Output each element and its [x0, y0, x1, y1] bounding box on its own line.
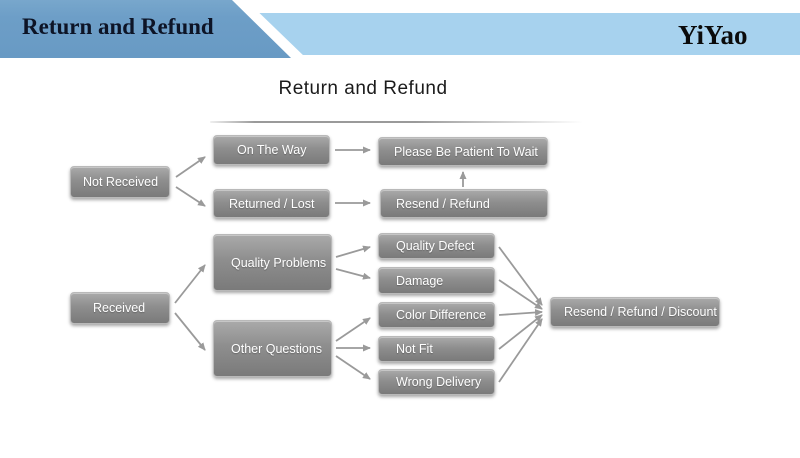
arrow-notreceived-returnedlost [175, 186, 206, 207]
arrow-qualityproblems-qualitydefect [335, 245, 371, 258]
node-resend-refund-discount: Resend / Refund / Discount [550, 297, 720, 327]
node-please-be-patient: Please Be Patient To Wait [378, 137, 548, 166]
title-divider [210, 121, 583, 123]
arrow-notfit-discount [498, 314, 543, 350]
node-color-difference: Color Difference [378, 302, 495, 328]
page-title: Return and Refund [278, 78, 448, 99]
node-damage: Damage [378, 267, 495, 294]
arrow-received-otherquestions [174, 312, 206, 351]
banner-title: Return and Refund [22, 14, 214, 39]
arrow-received-qualityproblems [174, 264, 206, 304]
arrow-otherquestions-wrongdelivery [335, 355, 371, 380]
node-not-fit: Not Fit [378, 336, 495, 362]
node-received: Received [70, 292, 170, 324]
arrow-qualityproblems-damage [335, 268, 371, 280]
arrow-colordifference-discount [498, 308, 543, 316]
node-quality-defect: Quality Defect [378, 233, 495, 259]
node-resend-refund: Resend / Refund [380, 189, 548, 218]
arrow-notreceived-ontheway [175, 156, 206, 178]
arrow-damage-discount [498, 279, 543, 310]
node-returned-lost: Returned / Lost [213, 189, 330, 218]
brand-logo-text: YiYao [678, 20, 748, 50]
node-not-received: Not Received [70, 166, 170, 198]
node-wrong-delivery: Wrong Delivery [378, 369, 495, 395]
node-other-questions: Other Questions [213, 320, 332, 377]
node-quality-problems: Quality Problems [213, 234, 332, 291]
arrow-qualitydefect-discount [498, 246, 543, 306]
arrow-wrongdelivery-discount [498, 318, 543, 383]
arrow-otherquestions-colordifference [335, 317, 371, 342]
node-on-the-way: On The Way [213, 135, 330, 165]
